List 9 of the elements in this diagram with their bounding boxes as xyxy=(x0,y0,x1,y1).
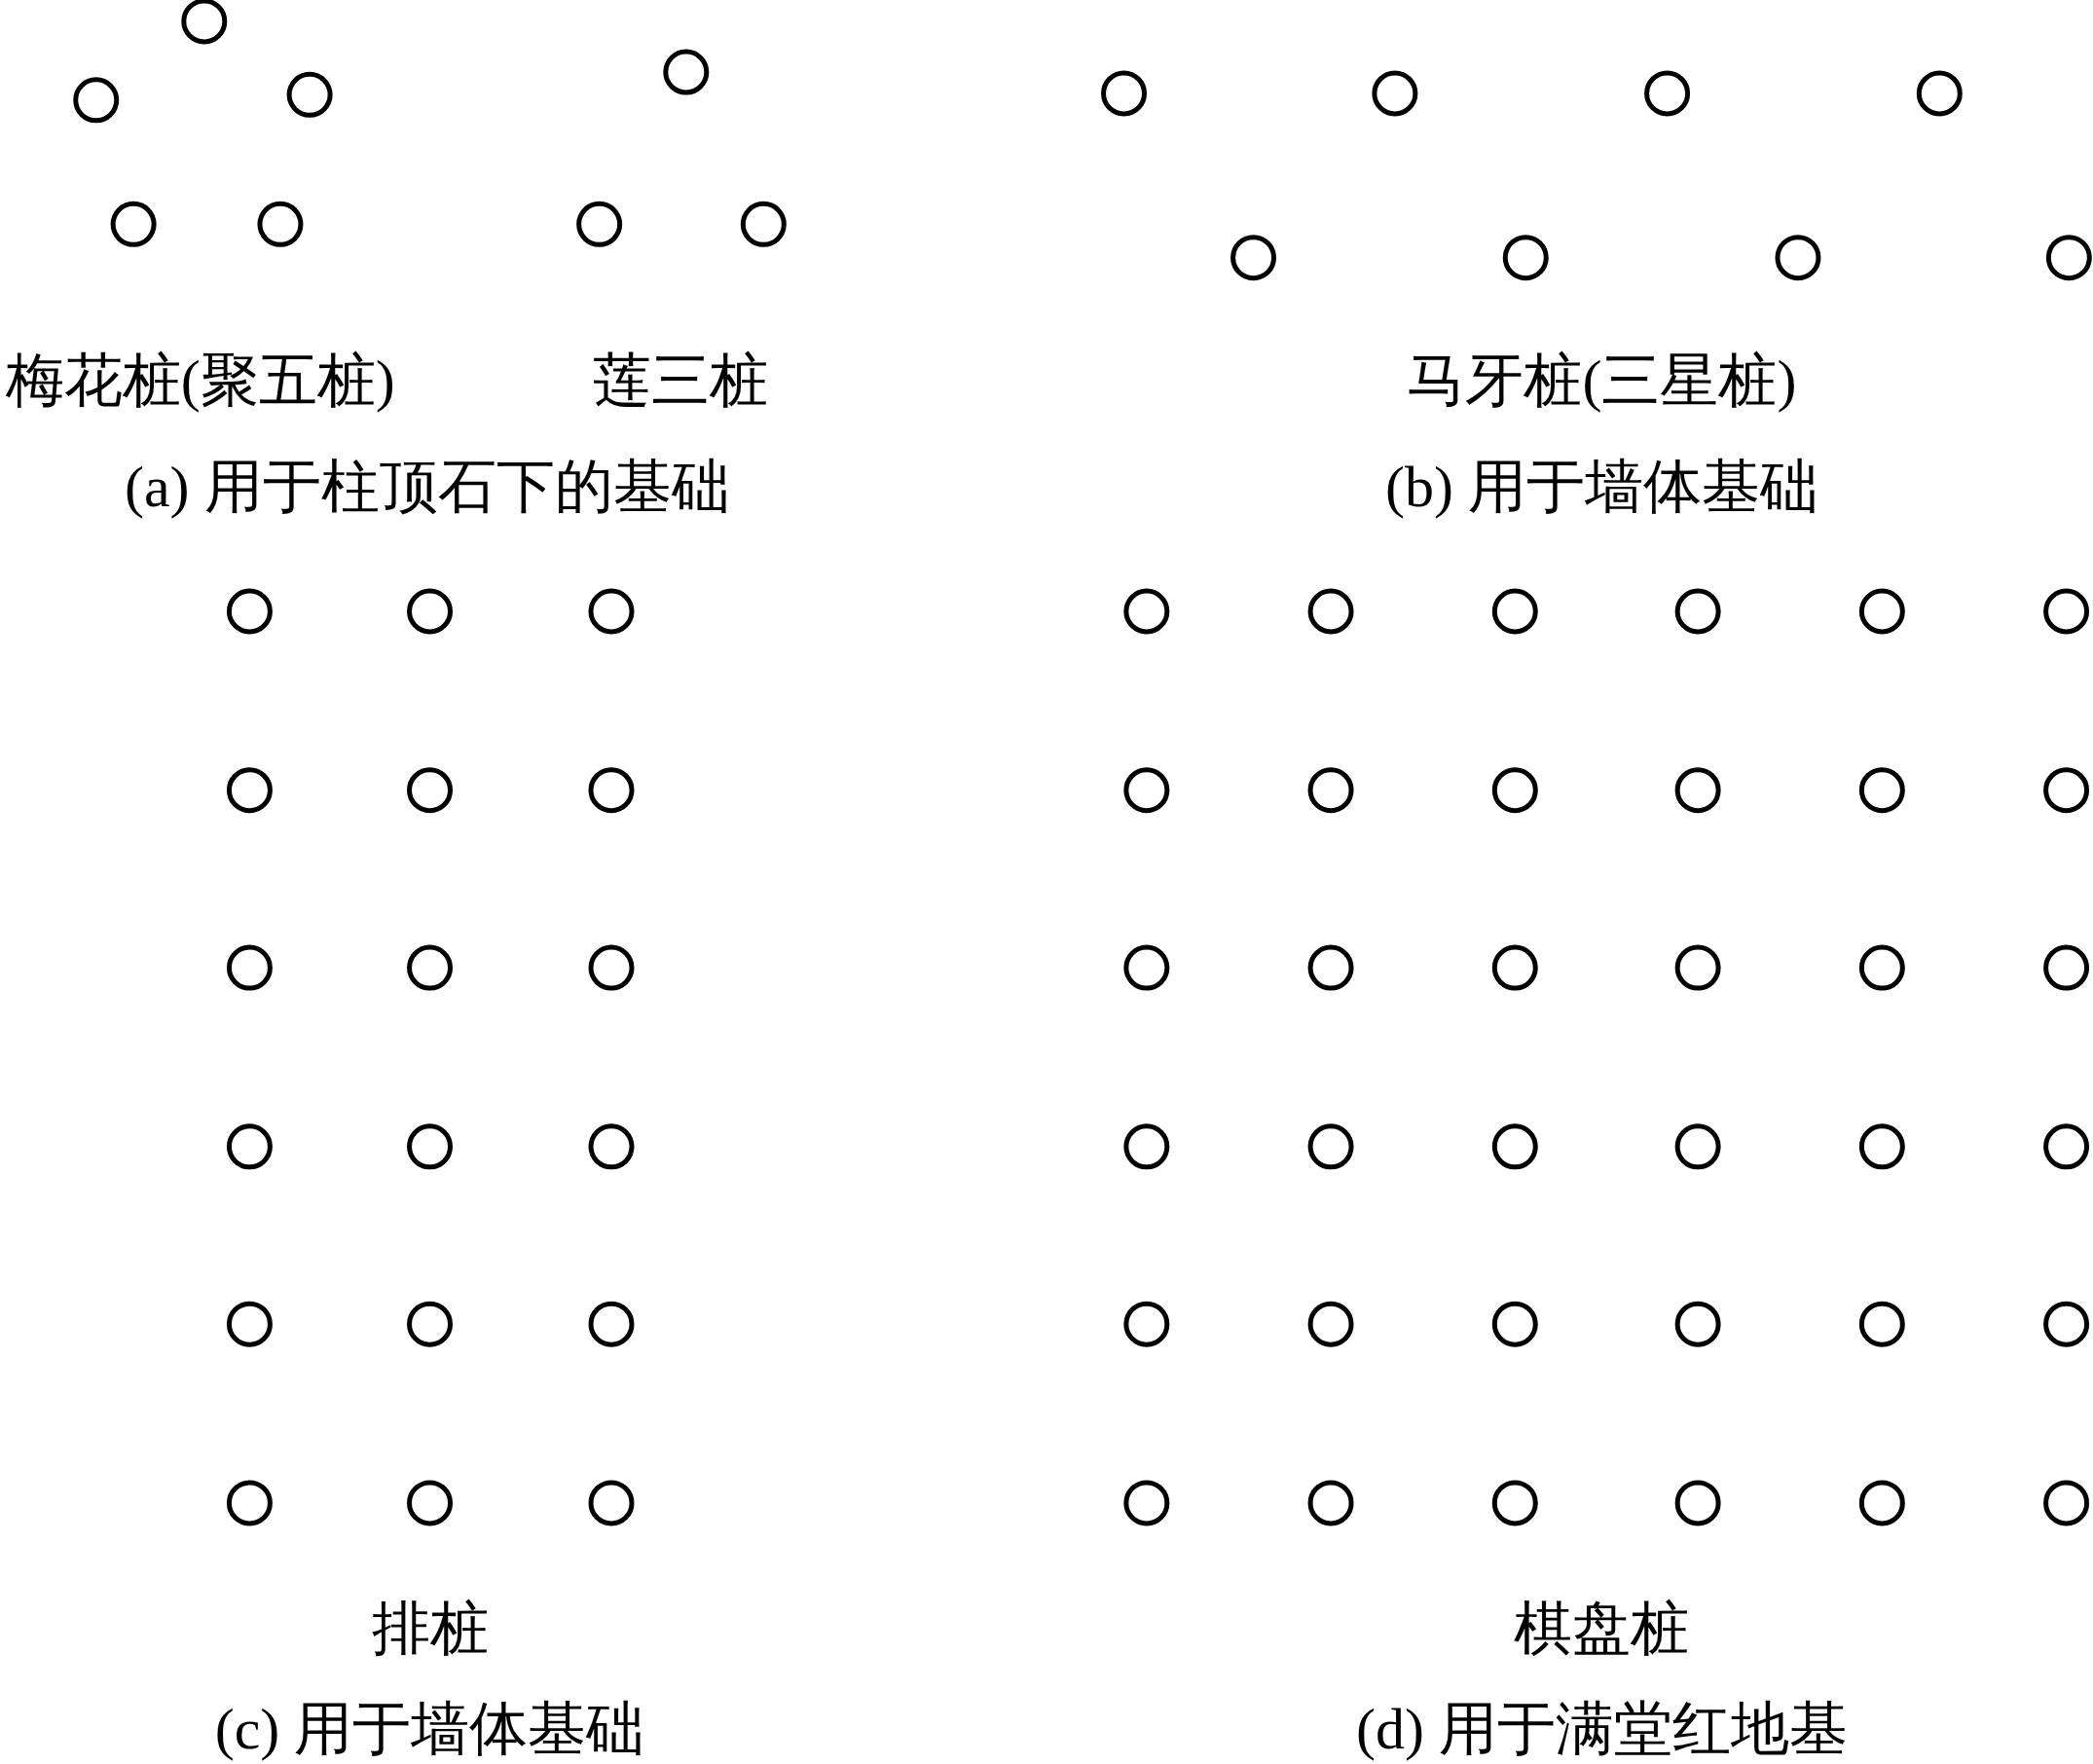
pile-group-name: 马牙桩(三星桩) xyxy=(1407,348,1797,413)
figure-caption: (a) 用于柱顶石下的基础 xyxy=(124,455,730,520)
figure-caption: (c) 用于墙体基础 xyxy=(214,1696,645,1761)
pile-group-name: 莲三桩 xyxy=(593,348,769,413)
pile-group-name: 排桩 xyxy=(371,1596,489,1661)
pile-group-name: 梅花桩(聚五桩) xyxy=(5,348,395,413)
figure-caption: (b) 用于墙体基础 xyxy=(1384,455,1818,520)
pile-group-name: 棋盘桩 xyxy=(1514,1596,1690,1661)
figure-caption: (d) 用于满堂红地基 xyxy=(1355,1696,1848,1761)
